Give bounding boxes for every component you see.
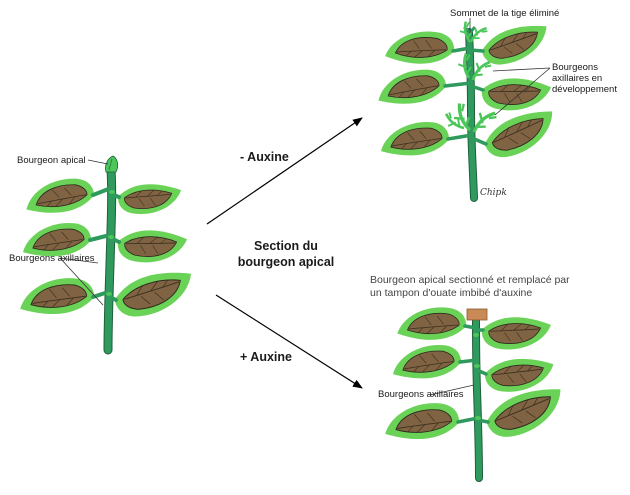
arrow-minus-auxine (206, 117, 363, 225)
arrows (206, 117, 363, 389)
arrow-plus-auxine (215, 294, 363, 389)
label-section-line1: Section du (254, 239, 318, 253)
plant-intact (19, 155, 195, 355)
label-bourgeons-axillaires-right: Bourgeons axillaires (378, 389, 464, 400)
label-section-bourgeon-apical: Section du bourgeon apical (236, 238, 336, 270)
label-developpement-line1: Bourgeons (552, 62, 598, 73)
label-developpement-line2: axillaires en (552, 73, 603, 84)
label-sectionne-line2: un tampon d'ouate imbibé d'auxine (370, 287, 533, 299)
apical-bud (105, 155, 119, 173)
label-bourgeons-axillaires-left: Bourgeons axillaires (9, 253, 95, 264)
label-sectionne-line1: Bourgeon apical sectionné et remplacé pa… (370, 274, 570, 286)
plant-apex-removed (377, 19, 560, 202)
label-bourgeons-developpement: Bourgeons axillaires en développement (552, 62, 617, 95)
label-developpement-line3: développement (552, 84, 617, 95)
label-sommet-elimine: Sommet de la tige éliminé (450, 8, 560, 19)
label-minus-auxine: - Auxine (240, 150, 289, 164)
label-bourgeon-apical: Bourgeon apical (17, 155, 86, 166)
cotton-plug (466, 308, 488, 321)
plant-auxin-plug (384, 300, 568, 482)
leader-lines (59, 18, 551, 396)
label-bourgeon-sectionne: Bourgeon apical sectionné et remplacé pa… (370, 274, 570, 300)
label-section-line2: bourgeon apical (237, 255, 335, 269)
label-plus-auxine: + Auxine (240, 350, 292, 364)
artist-signature: Chipk (480, 188, 507, 198)
